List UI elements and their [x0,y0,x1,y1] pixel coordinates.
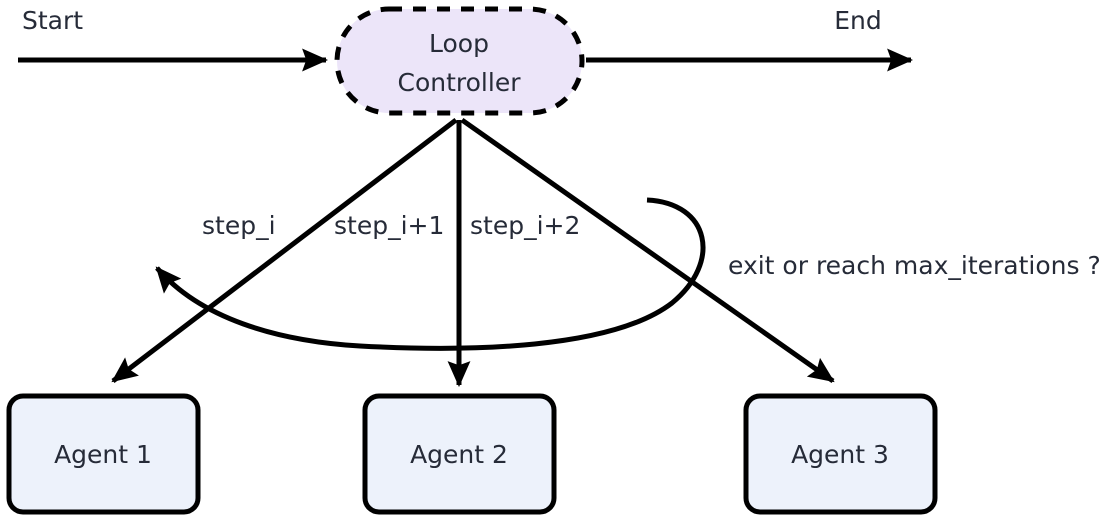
loop-controller-node[interactable] [334,6,585,116]
agent-node-1[interactable]: Agent 1 [6,393,201,515]
loop-controller-label-line2: Controller [398,68,522,97]
agent-1-box[interactable] [6,393,201,515]
loop-controller-label-line1: Loop [429,29,489,58]
agent-2-label: Agent 2 [410,440,508,469]
agent-3-box[interactable] [743,393,938,515]
feedback-loop-curve [155,197,706,351]
edge-label-step-i: step_i [202,211,276,240]
edge-controller-to-agent-1 [111,118,458,383]
edge-label-step-i-plus-2: step_i+2 [470,211,580,240]
edge-controller-to-agent-3 [460,117,835,384]
agent-3-label: Agent 3 [791,440,889,469]
agent-node-3[interactable]: Agent 3 [743,393,938,515]
start-label: Start [22,6,83,35]
agent-2-box[interactable] [362,393,557,515]
end-label: End [834,6,882,35]
agent-node-2[interactable]: Agent 2 [362,393,557,515]
agent-1-label: Agent 1 [54,440,152,469]
feedback-condition-label: exit or reach max_iterations ? [728,251,1101,280]
edge-label-step-i-plus-1: step_i+1 [334,211,444,240]
